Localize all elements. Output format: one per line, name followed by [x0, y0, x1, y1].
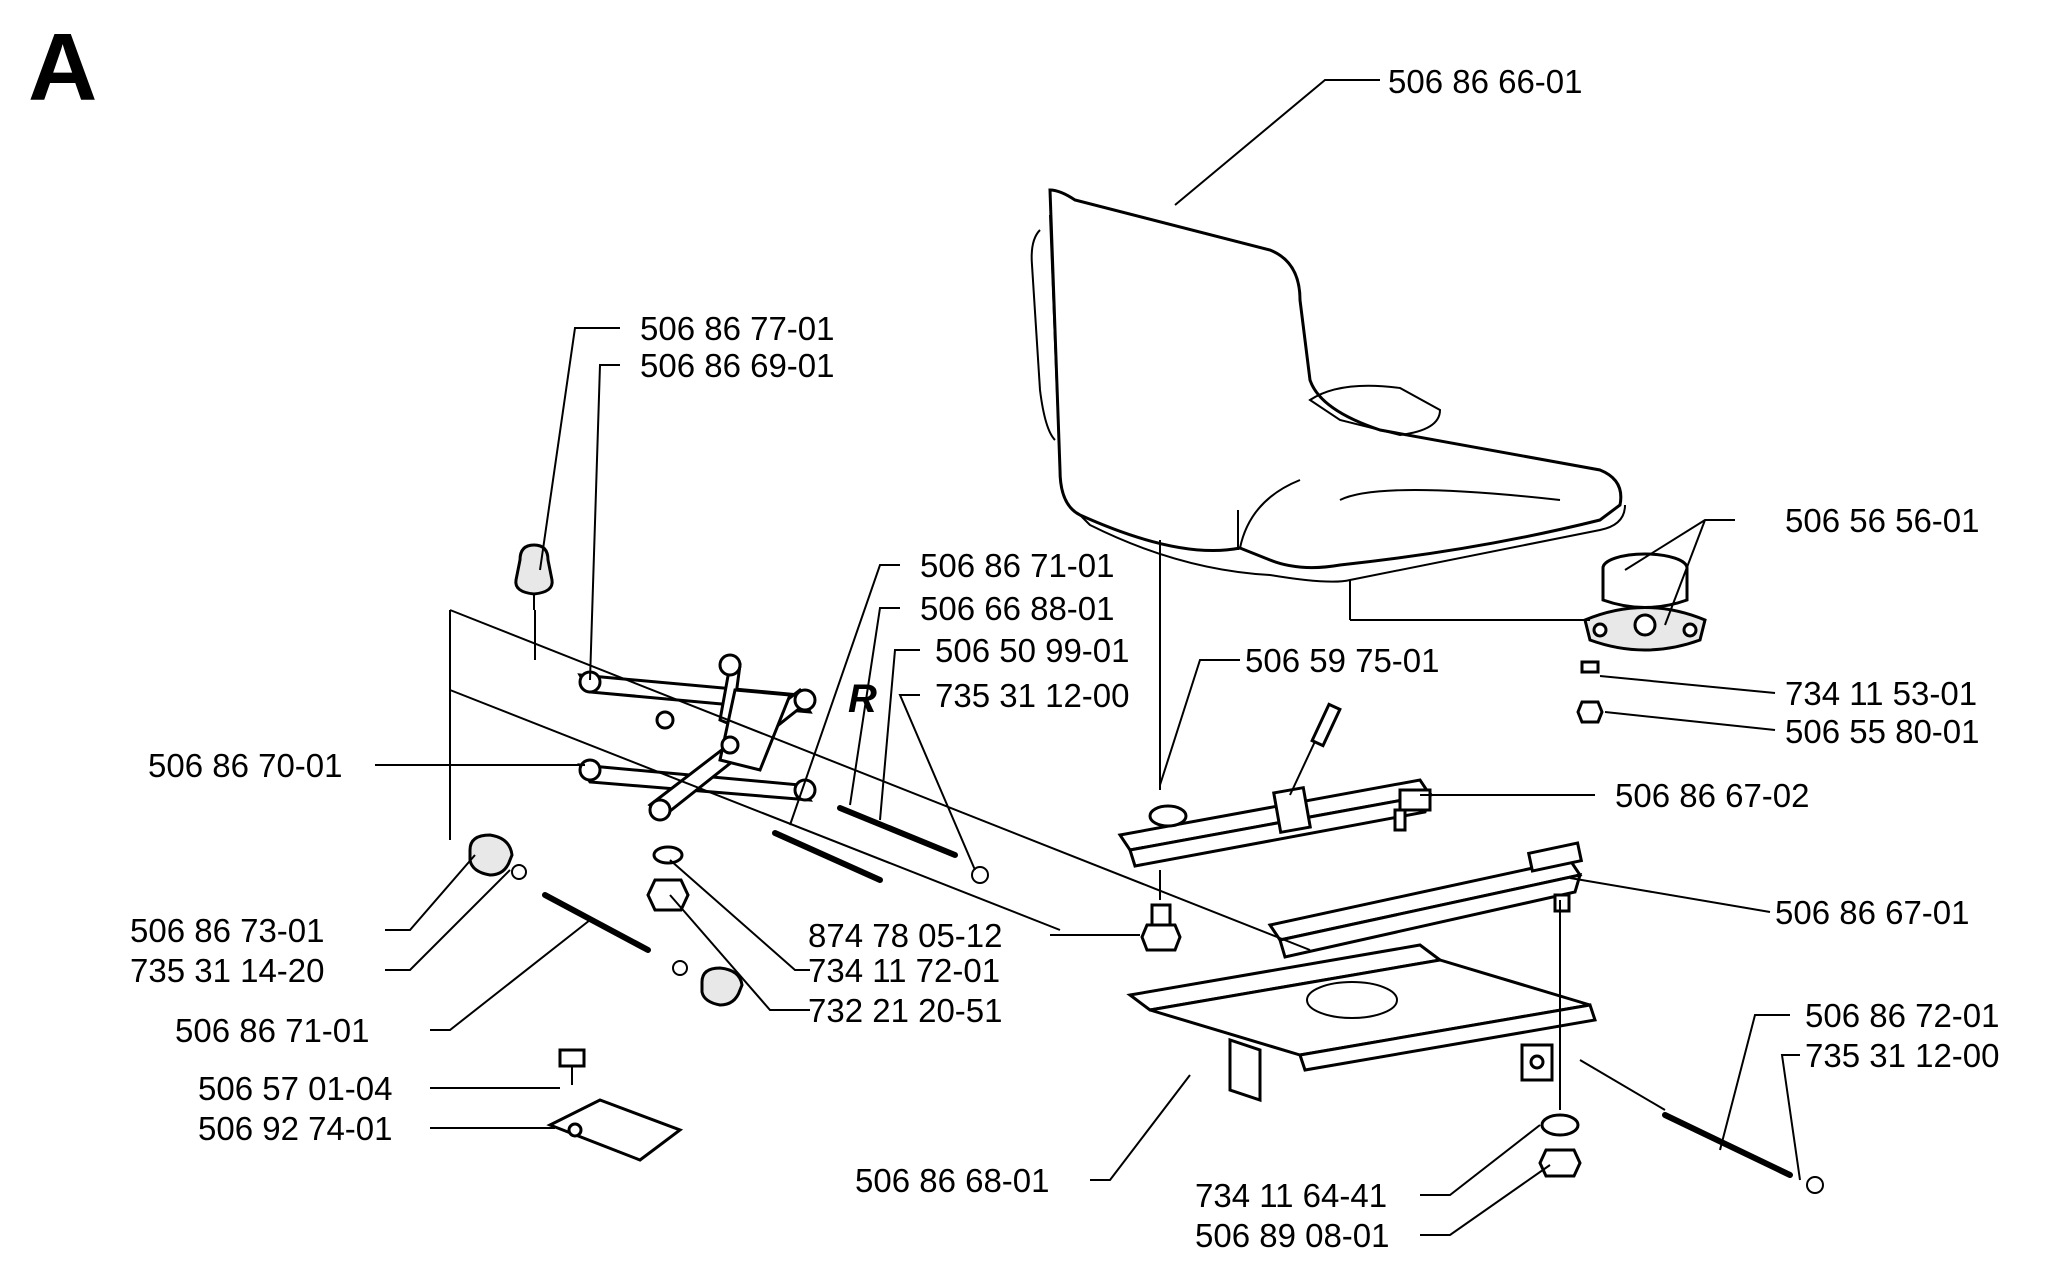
rail-hardware-drawing — [1140, 903, 1182, 952]
label-rail-upper: 506 86 67-02 — [1615, 777, 1810, 814]
label-bolt-bracket: 506 57 01-04 — [198, 1070, 393, 1107]
label-bolt-small: 506 55 80-01 — [1785, 713, 1980, 750]
part-labels: 506 86 66-01 506 86 77-01 506 86 69-01 5… — [130, 63, 2000, 1254]
bottom-hardware-drawing — [1538, 1113, 1582, 1178]
clip-bottom-drawing — [1806, 1176, 1824, 1194]
label-screw-center: 874 78 05-12 — [808, 917, 1003, 954]
label-rail-lower: 506 86 67-01 — [1775, 894, 1970, 931]
rod-bottom-drawing — [1662, 1112, 1793, 1178]
clip-lower-drawing — [672, 960, 688, 976]
spacers-drawing — [468, 833, 744, 1007]
handwritten-mark: R — [848, 677, 877, 721]
rod-lower-drawing — [542, 892, 651, 953]
label-link-arm: 506 86 69-01 — [640, 347, 835, 384]
label-seat: 506 86 66-01 — [1388, 63, 1583, 100]
label-washer-seat: 506 59 75-01 — [1245, 642, 1440, 679]
label-bracket: 506 92 74-01 — [198, 1110, 393, 1147]
label-clip-upper: 735 31 12-00 — [935, 677, 1130, 714]
label-rod-upper: 506 86 71-01 — [920, 547, 1115, 584]
label-washer-center: 734 11 72-01 — [808, 952, 1000, 989]
label-base-plate: 506 86 68-01 — [855, 1162, 1050, 1199]
label-washer-bottom: 734 11 64-41 — [1195, 1177, 1387, 1214]
base-plate-drawing — [1126, 943, 1597, 1103]
label-rod-right: 506 50 99-01 — [935, 632, 1130, 669]
linkage-drawing — [514, 543, 817, 912]
label-nut-small: 734 11 53-01 — [1785, 675, 1977, 712]
rod-mid-drawing — [837, 805, 958, 858]
bracket-drawing — [546, 1048, 684, 1162]
label-clip-bottom: 735 31 12-00 — [1805, 1037, 2000, 1074]
rod-upper-drawing — [772, 830, 883, 883]
label-bumper-top: 506 86 77-01 — [640, 310, 835, 347]
label-nut-center: 732 21 20-51 — [808, 992, 1003, 1029]
clip-left-drawing — [511, 864, 527, 880]
section-letter: A — [28, 14, 97, 121]
label-nut-bottom: 506 89 08-01 — [1195, 1217, 1390, 1254]
rail-lower-drawing — [1267, 841, 1584, 959]
label-pivot-assembly: 506 86 70-01 — [148, 747, 343, 784]
seat-drawing — [1030, 188, 1626, 583]
knob-drawing — [1576, 552, 1707, 724]
label-rod-mid: 506 66 88-01 — [920, 590, 1115, 627]
label-rod-bottom: 506 86 72-01 — [1805, 997, 2000, 1034]
leader-lines — [375, 79, 1801, 1236]
rail-upper-drawing — [1117, 702, 1433, 868]
label-knob-kit: 506 56 56-01 — [1785, 502, 1980, 539]
label-rod-lower: 506 86 71-01 — [175, 1012, 370, 1049]
label-spacer: 506 86 73-01 — [130, 912, 325, 949]
label-clip-left: 735 31 14-20 — [130, 952, 325, 989]
clip-upper-drawing — [971, 866, 989, 884]
assembly-lines — [449, 540, 1666, 1111]
